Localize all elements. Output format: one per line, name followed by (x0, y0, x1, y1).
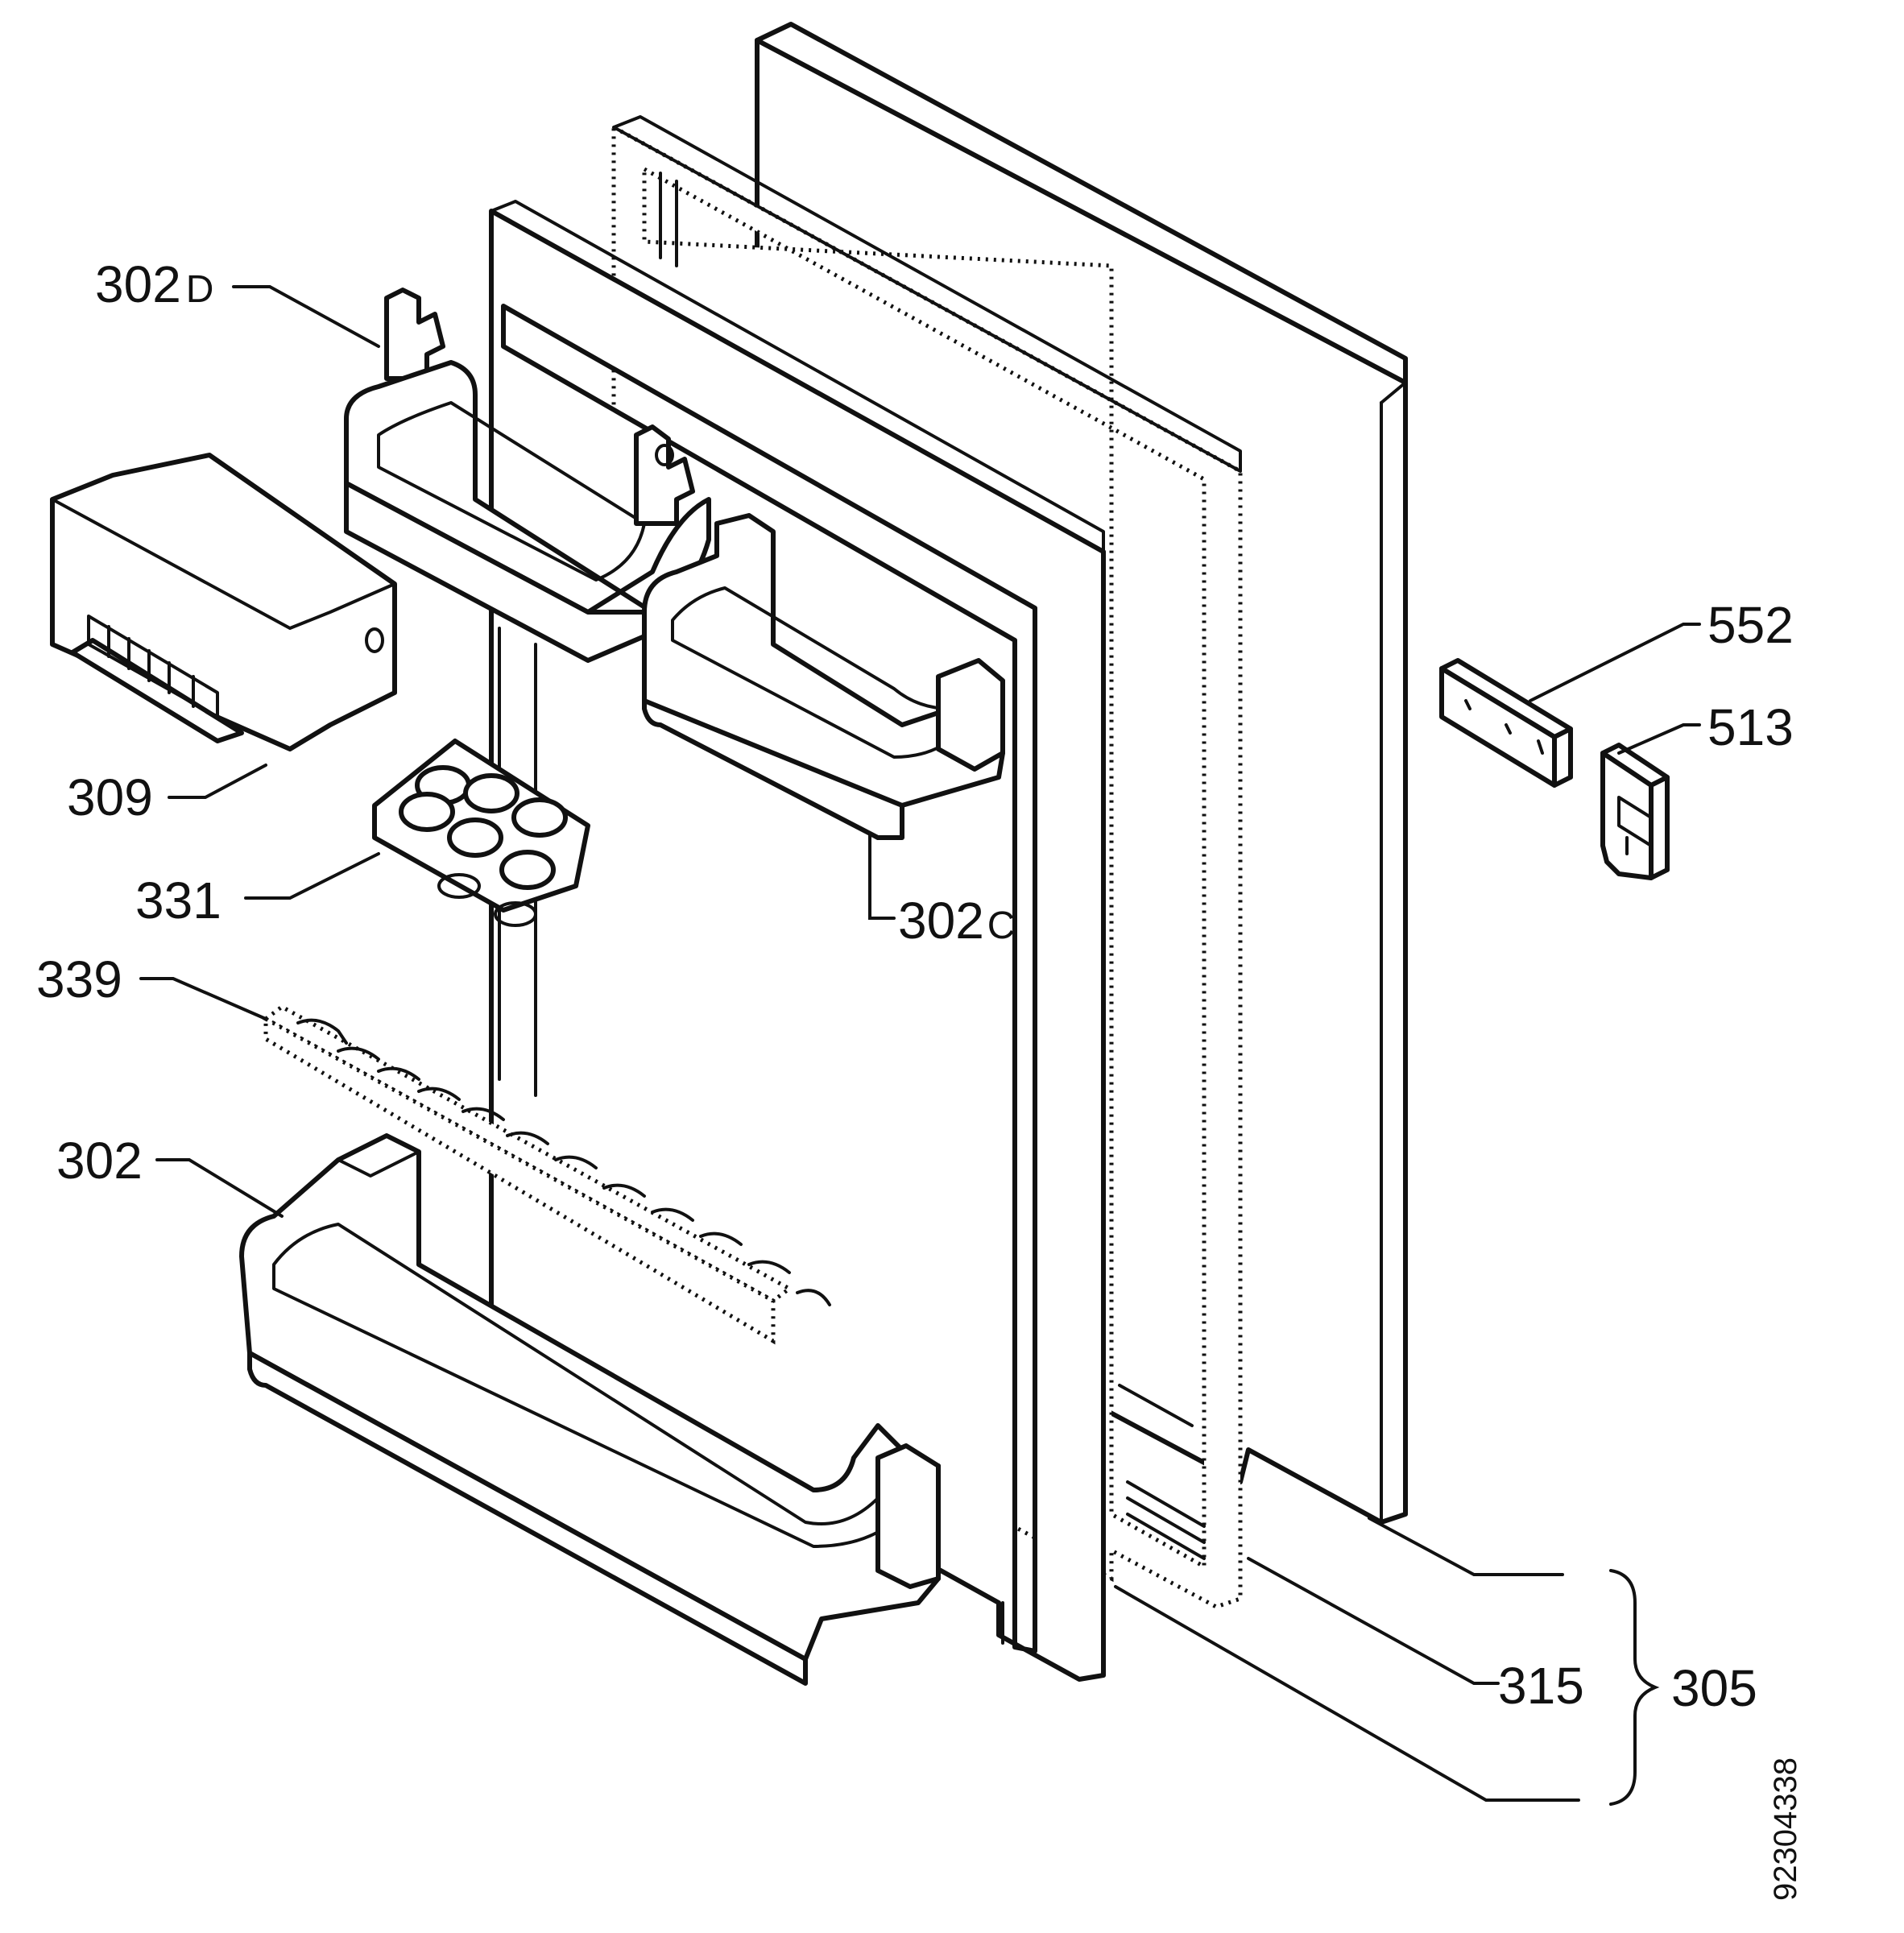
callout-513: 513 (1707, 698, 1794, 756)
callout-302: 302 (56, 1132, 143, 1190)
callout-331: 331 (135, 871, 221, 929)
upper-small-door-bin-302d (344, 288, 711, 663)
callout-315: 315 (1498, 1657, 1584, 1715)
callout-302c: 302C (898, 892, 1015, 950)
callout-339: 339 (36, 950, 122, 1008)
egg-tray-331 (372, 739, 590, 927)
bottle-retainer-339 (262, 1004, 831, 1345)
hinge-plate-552 (1439, 658, 1573, 788)
middle-door-bin-302c (642, 513, 1005, 840)
callout-552: 552 (1707, 596, 1794, 654)
leader-lines (139, 285, 1701, 1802)
butter-compartment-309 (50, 453, 397, 751)
callout-305: 305 (1671, 1659, 1757, 1717)
bottom-door-bin-302 (239, 1133, 941, 1686)
callout-309: 309 (67, 768, 153, 826)
brace-group-305 (1609, 1569, 1660, 1806)
drawing-number: 92304338 (1768, 1757, 1803, 1901)
hinge-bracket-513 (1600, 743, 1670, 880)
